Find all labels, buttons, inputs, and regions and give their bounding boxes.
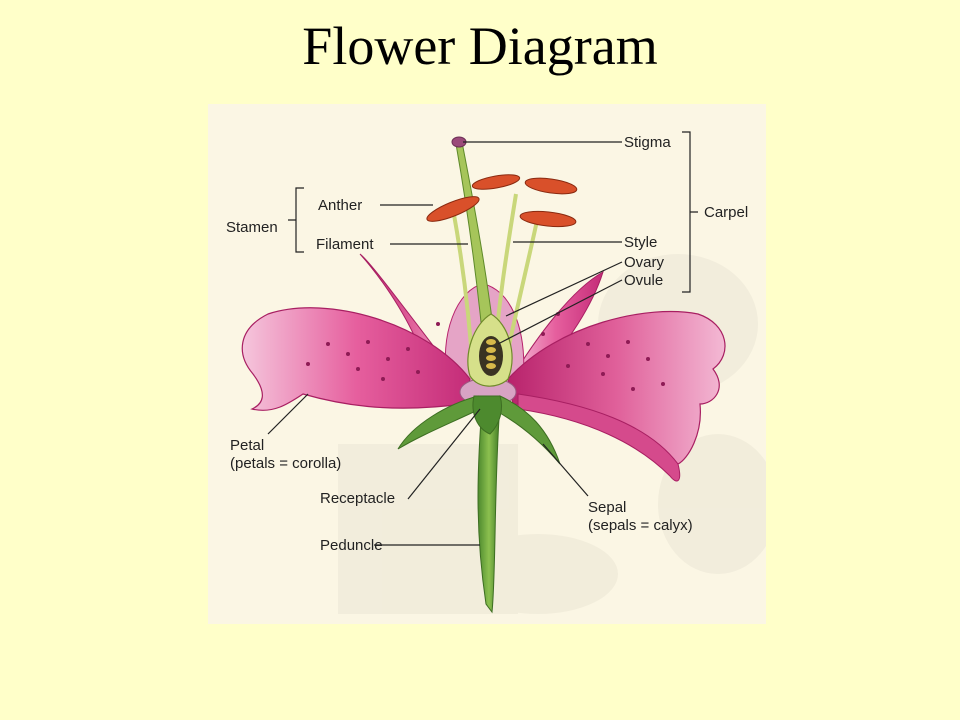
label-receptacle: Receptacle	[320, 490, 395, 507]
peduncle-stem	[477, 403, 501, 614]
label-style: Style	[624, 234, 657, 251]
page-title: Flower Diagram	[302, 16, 658, 76]
carpel-bracket	[682, 131, 698, 293]
label-sepal: Sepal	[588, 499, 626, 516]
label-anther: Anther	[318, 197, 362, 214]
label-petal: Petal	[230, 437, 264, 454]
sepal-center	[472, 395, 503, 435]
anther-top-right	[524, 177, 578, 195]
petal-right-lower	[517, 393, 681, 482]
anther-top-center	[471, 174, 521, 190]
label-ovary: Ovary	[624, 254, 665, 271]
label-stamen: Stamen	[226, 219, 278, 236]
leader-lines	[267, 141, 623, 546]
petal-left	[241, 307, 471, 411]
anthers	[426, 174, 578, 228]
flower-illustration: Stigma Anther Stamen Filament Carpel Sty…	[208, 104, 766, 624]
label-carpel: Carpel	[704, 204, 748, 221]
label-peduncle: Peduncle	[320, 537, 383, 554]
anther-right	[519, 210, 577, 228]
label-sepal-note: (sepals = calyx)	[588, 517, 693, 534]
anther-left	[426, 196, 480, 222]
petal-speckles	[306, 312, 665, 391]
label-stigma: Stigma	[624, 134, 671, 151]
sepal-left	[397, 395, 481, 450]
label-petal-note: (petals = corolla)	[230, 455, 341, 472]
label-filament: Filament	[316, 236, 374, 253]
label-ovule: Ovule	[624, 272, 663, 289]
stamen-bracket	[288, 187, 304, 253]
ovules	[486, 339, 496, 369]
flower-figure: Stigma Anther Stamen Filament Carpel Sty…	[208, 104, 766, 624]
